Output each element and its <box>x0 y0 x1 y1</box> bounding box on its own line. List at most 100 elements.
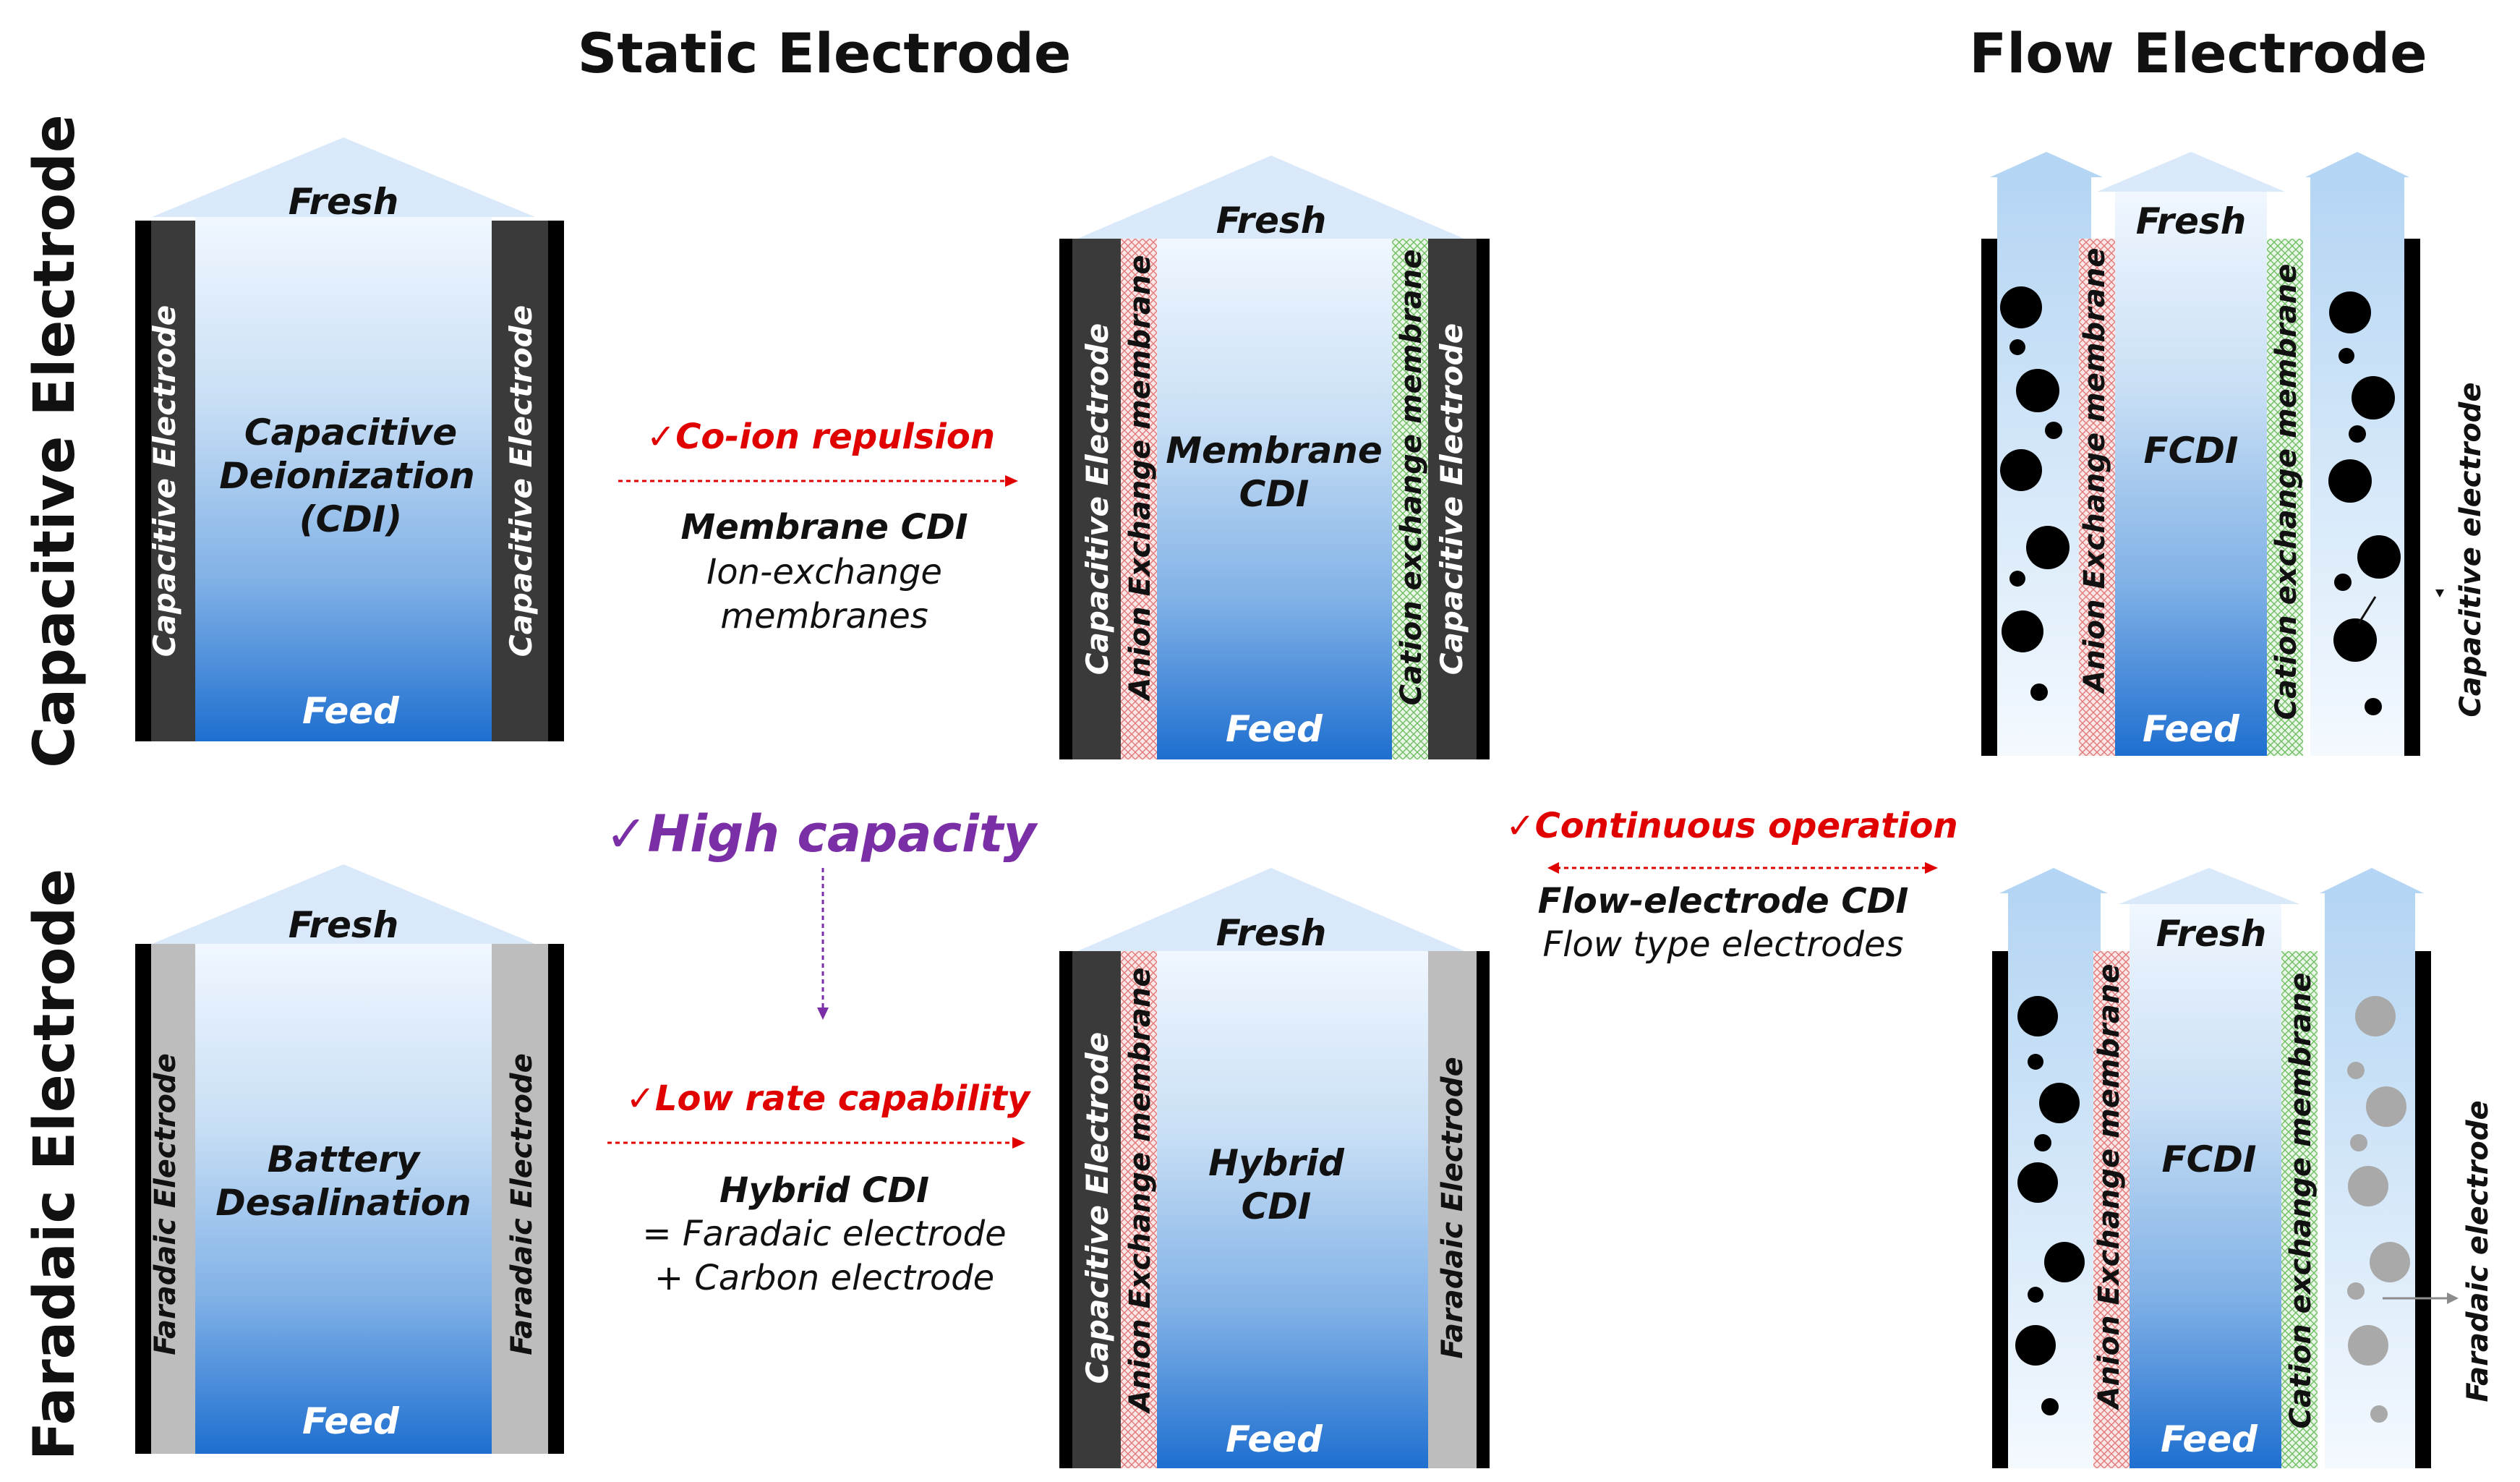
faradaic-particles <box>2347 996 2410 1423</box>
cell-title-line2: CDI <box>1239 473 1310 515</box>
membrane-cdi-desc-line1: Ion-exchange <box>706 552 942 592</box>
feed-label: Feed <box>302 690 400 732</box>
fresh-label: Fresh <box>1216 912 1327 954</box>
cell-title-line1: Capacitive <box>244 412 457 453</box>
cell-title-line2: Desalination <box>215 1182 471 1224</box>
leader-line <box>2357 596 2377 624</box>
stream-arrow-head <box>2320 868 2424 893</box>
right-electrode-label: Capacitive Electrode <box>1434 323 1469 676</box>
cell-title-line2: CDI <box>1242 1185 1312 1227</box>
left-current-collector <box>1992 951 2008 1468</box>
arrow-head-right <box>1925 862 1938 874</box>
flow-electrode-cdi-name: Flow-electrode CDI <box>1538 881 1909 921</box>
low-rate-capability-label: ✓Low rate capability <box>626 1078 1031 1119</box>
cation-membrane-label: Cation exchange membrane <box>1395 250 1428 706</box>
flow-channel <box>195 217 492 741</box>
continuous-operation-label: ✓Continuous operation <box>1505 806 1957 846</box>
fresh-label: Fresh <box>1216 200 1327 242</box>
fresh-label: Fresh <box>289 904 399 946</box>
left-electrode-label: Capacitive Electrode <box>1080 1032 1115 1384</box>
cell-title: FCDI <box>2162 1138 2257 1180</box>
cation-exchange-membrane <box>2281 951 2318 1468</box>
feed-label: Feed <box>302 1400 400 1442</box>
right-electrode <box>492 944 552 1454</box>
fresh-arrow-head <box>1077 868 1464 951</box>
capacitive-electrode-row-label: Capacitive Electrode <box>22 114 87 767</box>
membrane-cdi-desc-line2: membranes <box>720 596 928 636</box>
fresh-arrow-head <box>152 137 535 217</box>
anion-exchange-membrane <box>2093 951 2130 1468</box>
high-capacity-label: ✓High capacity <box>605 804 1039 864</box>
feed-label: Feed <box>2161 1418 2258 1460</box>
static-to-flow-annotation: ✓Continuous operation Flow-electrode CDI… <box>1505 806 1957 965</box>
hybrid-cdi-desc-line1: = Faradaic electrode <box>642 1214 1006 1254</box>
feed-label: Feed <box>2143 708 2240 750</box>
capacitive-electrode-side-label: Capacitive electrode <box>2454 382 2487 717</box>
left-electrode-label: Capacitive Electrode <box>1080 323 1115 676</box>
fresh-label: Fresh <box>2156 913 2267 955</box>
leader-arrow <box>2435 589 2444 597</box>
fcdi-faradaic-cell: Anion Exchange membrane Cation exchange … <box>1992 868 2495 1468</box>
cation-membrane-label: Cation exchange membrane <box>2284 973 2318 1429</box>
feed-label: Feed <box>1226 708 1323 750</box>
cell-title-line1: Hybrid <box>1208 1142 1345 1184</box>
fresh-arrow-head <box>2119 868 2299 904</box>
arrow-head <box>817 1008 829 1020</box>
anion-membrane-label: Anion Exchange membrane <box>1124 255 1157 702</box>
hybrid-cdi-desc-line2: + Carbon electrode <box>654 1258 994 1298</box>
cation-membrane-label: Cation exchange membrane <box>2270 264 2303 720</box>
flow-channel <box>195 944 492 1454</box>
left-electrode-label: Faradaic Electrode <box>149 1053 182 1355</box>
fcdi-capacitive-cell: Anion Exchange membrane Cation exchange … <box>1981 152 2487 756</box>
cell-title-line3: (CDI) <box>299 498 403 540</box>
cell-title-line2: Deionization <box>219 455 474 497</box>
fresh-arrow-head <box>2097 152 2285 192</box>
cation-exchange-membrane <box>2267 239 2303 756</box>
anion-exchange-membrane <box>2079 239 2115 756</box>
co-ion-repulsion-label: ✓Co-ion repulsion <box>646 417 995 457</box>
anion-membrane-label: Anion Exchange membrane <box>2093 964 2126 1411</box>
high-capacity-annotation: ✓High capacity <box>605 804 1039 1020</box>
flow-channel <box>2130 904 2281 1468</box>
membrane-cdi-name: Membrane CDI <box>680 507 968 548</box>
feed-label: Feed <box>1226 1418 1323 1460</box>
right-electrode <box>492 221 552 741</box>
flow-electrode-header: Flow Electrode <box>1969 21 2427 85</box>
cell-title-line1: Membrane <box>1166 430 1382 472</box>
leader-arrow <box>2447 1293 2459 1304</box>
stream-arrow-head <box>2305 152 2409 177</box>
anion-membrane-label: Anion Exchange membrane <box>1124 968 1157 1415</box>
cell-title-line1: Battery <box>268 1138 422 1180</box>
cdi-cell: Capacitive Electrode Capacitive Electrod… <box>135 137 564 741</box>
faradaic-electrode-side-label: Faradaic electrode <box>2461 1100 2495 1402</box>
arrow-head <box>1012 1137 1025 1149</box>
left-current-collector <box>1981 239 1997 756</box>
right-electrode-label: Capacitive Electrode <box>503 305 539 657</box>
anion-exchange-membrane <box>1121 239 1157 759</box>
carbon-particles <box>2000 286 2401 715</box>
flow-channel <box>1157 239 1392 759</box>
flow-channel <box>1157 951 1428 1468</box>
carbon-particles <box>2015 996 2085 1415</box>
faradaic-electrode-row-label: Faradaic Electrode <box>22 869 87 1460</box>
right-current-collector <box>2415 951 2431 1468</box>
right-current-collector <box>2404 239 2420 756</box>
fresh-label: Fresh <box>2136 200 2247 242</box>
battery-to-hcdi-annotation: ✓Low rate capability Hybrid CDI = Farada… <box>607 1078 1031 1298</box>
cdi-to-mcdi-annotation: ✓Co-ion repulsion Membrane CDI Ion-excha… <box>618 417 1018 636</box>
arrow-head-left <box>1547 862 1559 874</box>
cation-exchange-membrane <box>1392 239 1428 759</box>
anion-exchange-membrane <box>1121 951 1157 1468</box>
flow-electrode-cdi-desc: Flow type electrodes <box>1542 924 1903 965</box>
anion-membrane-label: Anion Exchange membrane <box>2078 248 2111 695</box>
fresh-arrow-head <box>152 864 535 944</box>
battery-desalination-cell: Faradaic Electrode Faradaic Electrode Fr… <box>135 864 564 1454</box>
arrow-head <box>1005 475 1018 487</box>
fresh-arrow-head <box>1077 156 1464 239</box>
right-electrode-label: Faradaic Electrode <box>505 1053 539 1355</box>
static-electrode-header: Static Electrode <box>578 21 1072 85</box>
right-electrode-label: Faradaic Electrode <box>1436 1057 1469 1358</box>
fresh-label: Fresh <box>289 181 399 223</box>
hybrid-cdi-name: Hybrid CDI <box>719 1170 929 1211</box>
